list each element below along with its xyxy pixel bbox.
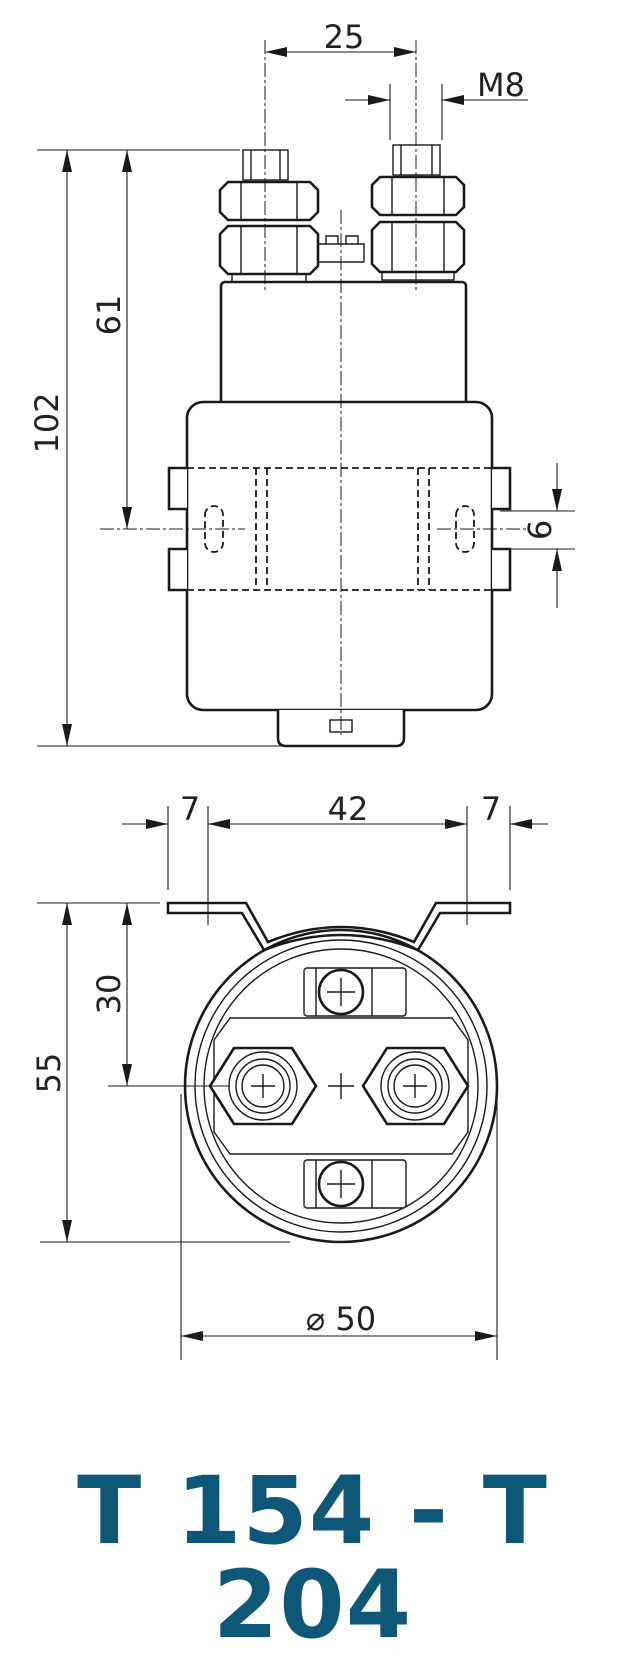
left-slot-hidden [204, 505, 224, 553]
left-terminal [218, 149, 320, 283]
dim-mount-height: 61 [90, 150, 132, 529]
left-flange-bottom [167, 547, 187, 592]
overall-height-value: 102 [28, 392, 66, 453]
hole-spacing-value: 42 [328, 790, 369, 828]
mount-height-value: 61 [90, 295, 128, 336]
main-housing [185, 400, 494, 712]
upper-housing [219, 280, 468, 406]
left-flange-top [167, 466, 187, 511]
dim-center-height: 30 [90, 903, 132, 1086]
right-flange-bottom [492, 547, 512, 592]
dim-thread: M8 [345, 66, 528, 105]
lower-control-screw [303, 1159, 407, 1209]
technical-drawing: 25 M8 102 61 6 [28, 18, 575, 1360]
side-view: 25 M8 102 61 6 [28, 18, 575, 748]
left-nut-upper [218, 180, 320, 222]
terminal-plate [213, 1017, 469, 1155]
bracket-outline [166, 901, 512, 952]
flange-left-value: 7 [180, 790, 200, 828]
terminal-spacing-value: 25 [324, 18, 365, 56]
slot-width-value: 6 [521, 520, 559, 540]
dim-flange-spacing: 7 42 7 [122, 790, 548, 829]
right-nut-upper [370, 175, 466, 217]
right-terminal [370, 144, 466, 281]
center-height-value: 30 [90, 974, 128, 1015]
right-slot-hidden [455, 505, 475, 553]
dim-diameter: ⌀ 50 [181, 1300, 497, 1341]
thread-value: M8 [477, 66, 525, 104]
mounting-bracket-hidden [187, 467, 492, 591]
overall-depth-value: 55 [30, 1053, 68, 1094]
bottom-view: 7 42 7 30 55 ⌀ 50 [30, 790, 548, 1360]
right-main-terminal [361, 1046, 470, 1126]
upper-control-screw [303, 967, 407, 1017]
product-title: T 154 - T 204 [77, 1457, 548, 1660]
dim-slot-width: 6 [521, 463, 562, 608]
dim-overall-depth: 55 [30, 903, 72, 1242]
left-nut-lower [218, 224, 320, 276]
diameter-value: ⌀ 50 [306, 1300, 376, 1338]
right-nut-lower [370, 220, 466, 274]
right-flange-top [492, 466, 512, 511]
dim-terminal-spacing: 25 [265, 18, 416, 57]
flange-right-value: 7 [481, 790, 501, 828]
dim-overall-height: 102 [28, 150, 72, 746]
